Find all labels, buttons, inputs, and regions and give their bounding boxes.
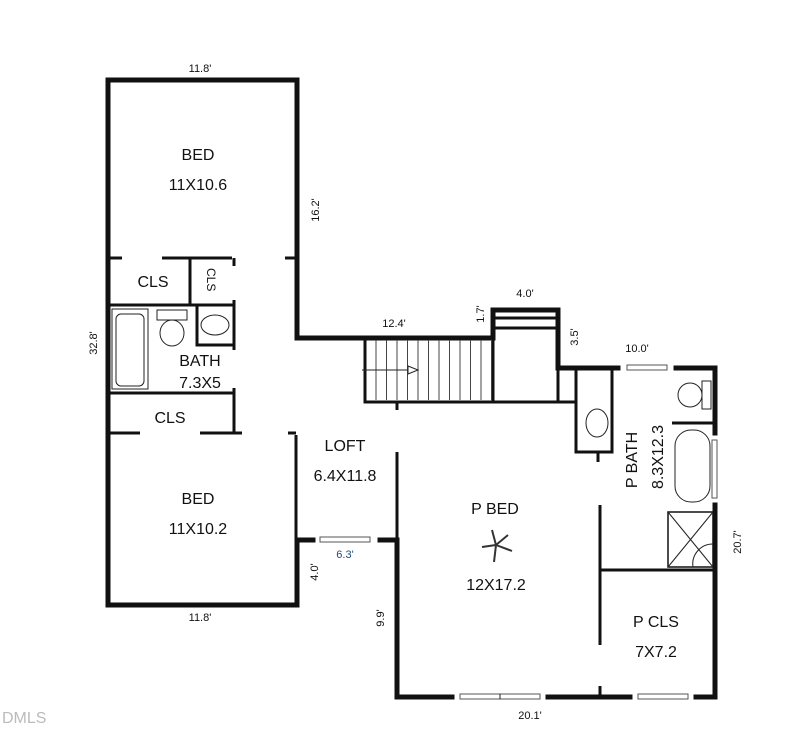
room-size-p-bath: 8.3X12.3 xyxy=(650,425,667,489)
room-label-cls-small: CLS xyxy=(204,268,218,291)
master-toilet-icon xyxy=(677,380,712,410)
room-label-p-bed: P BED xyxy=(471,501,519,518)
dim-landing-width: 4.0' xyxy=(516,288,533,300)
ceiling-fan-icon xyxy=(481,529,513,563)
room-label-p-cls: P CLS xyxy=(633,614,679,631)
sink-icon xyxy=(200,314,230,336)
watermark: DMLS xyxy=(2,710,46,727)
dim-loft-jog: 4.0' xyxy=(309,563,321,580)
dim-loft-window: 6.3' xyxy=(336,549,353,561)
dim-bottom-right: 20.1' xyxy=(518,710,542,722)
bathtub-icon xyxy=(111,308,149,390)
stair-arrow xyxy=(362,365,420,375)
room-label-bed-upper: BED xyxy=(182,147,215,164)
room-label-cls-lower: CLS xyxy=(154,410,185,427)
master-tub-icon xyxy=(674,429,711,503)
room-size-p-cls: 7X7.2 xyxy=(635,644,677,661)
walls xyxy=(105,77,718,700)
room-size-bath: 7.3X5 xyxy=(179,375,221,392)
dim-landing-left: 1.7' xyxy=(475,305,487,322)
dim-bath-right: 20.7' xyxy=(732,530,744,554)
shower-icon xyxy=(667,511,714,568)
dim-bath-top: 10.0' xyxy=(625,343,649,355)
toilet-icon xyxy=(156,309,188,347)
dim-pbed-left: 9.9' xyxy=(375,609,387,626)
dim-top-width: 11.8' xyxy=(189,63,212,75)
room-size-bed-upper: 11X10.6 xyxy=(169,177,228,194)
vanity-sink-icon xyxy=(585,408,609,438)
room-size-p-bed: 12X17.2 xyxy=(466,577,526,594)
room-label-p-bath: P BATH xyxy=(624,432,641,488)
dim-left-height: 32.8' xyxy=(88,331,100,355)
room-label-bath: BATH xyxy=(179,353,220,370)
dim-landing-right: 3.5' xyxy=(569,328,581,345)
room-size-bed-lower: 11X10.2 xyxy=(169,521,228,538)
dim-stair-width: 12.4' xyxy=(382,318,406,330)
room-label-loft: LOFT xyxy=(325,438,366,455)
windows xyxy=(319,364,718,700)
dim-bottom-left: 11.8' xyxy=(189,612,212,624)
room-label-cls-upper: CLS xyxy=(137,274,168,291)
dim-upper-right: 16.2' xyxy=(310,198,322,222)
room-label-bed-lower: BED xyxy=(182,491,215,508)
room-size-loft: 6.4X11.8 xyxy=(314,468,377,485)
